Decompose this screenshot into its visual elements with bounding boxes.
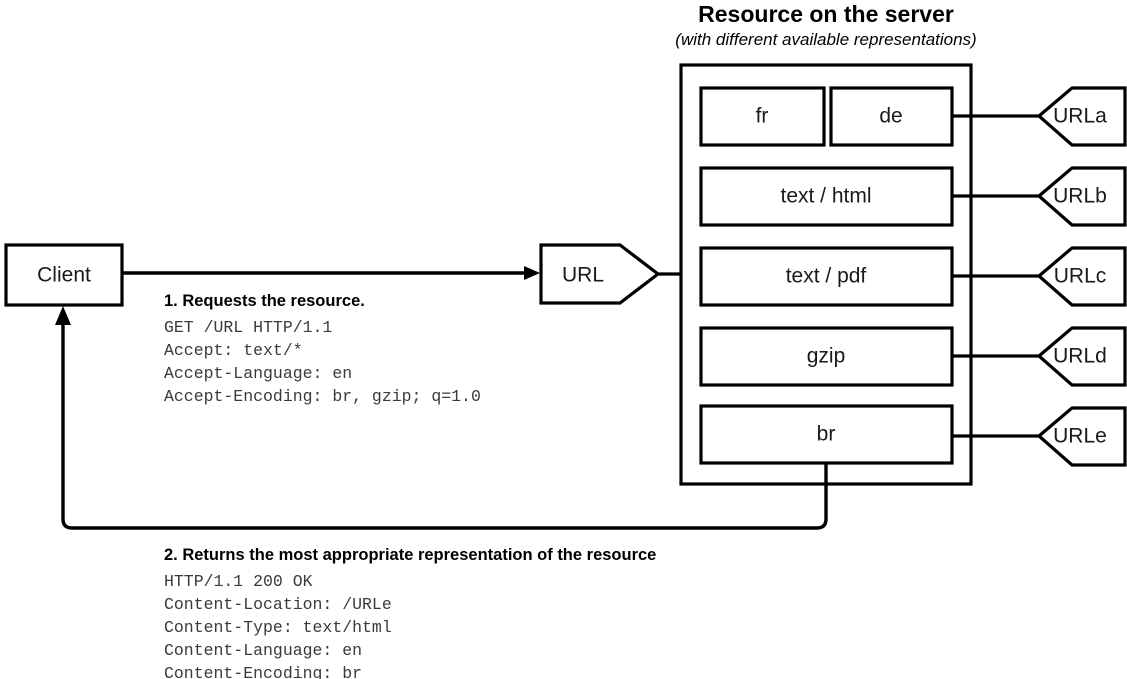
request-line-1: GET /URL HTTP/1.1 — [164, 318, 332, 337]
rep-label-text-html: text / html — [780, 185, 871, 208]
response-line-5: Content-Encoding: br — [164, 664, 362, 679]
rep-box-text-html[interactable] — [699, 166, 954, 227]
url-tag-b[interactable] — [1036, 166, 1127, 227]
url-tag-b-label: URLb — [1053, 185, 1107, 208]
rep-label-de: de — [879, 105, 902, 128]
url-node-shape[interactable] — [539, 243, 661, 305]
url-tag-a[interactable] — [1036, 86, 1127, 147]
server-heading: Resource on the server — [698, 1, 954, 27]
response-line-1: HTTP/1.1 200 OK — [164, 572, 313, 591]
client-box[interactable] — [4, 243, 124, 307]
response-title: 2. Returns the most appropriate represen… — [164, 546, 656, 564]
response-line-4: Content-Language: en — [164, 641, 362, 660]
url-tag-d-label: URLd — [1053, 345, 1107, 368]
url-tag-a-label: URLa — [1053, 105, 1107, 128]
url-tag-c[interactable] — [1036, 246, 1127, 307]
server-subheading: (with different available representation… — [675, 30, 976, 49]
client-label: Client — [37, 264, 91, 287]
response-line-2: Content-Location: /URLe — [164, 595, 392, 614]
rep-label-fr: fr — [756, 105, 769, 128]
url-tag-e-label: URLe — [1053, 425, 1107, 448]
request-line-2: Accept: text/* — [164, 341, 303, 360]
rep-box-fr[interactable] — [699, 86, 826, 147]
url-node-label: URL — [562, 264, 604, 287]
request-arrow-head — [524, 266, 540, 280]
rep-box-gzip[interactable] — [699, 326, 954, 387]
response-arrow-head — [55, 306, 71, 325]
rep-box-text-pdf[interactable] — [699, 246, 954, 307]
url-tag-d[interactable] — [1036, 326, 1127, 387]
rep-label-br: br — [817, 423, 836, 446]
request-title: 1. Requests the resource. — [164, 292, 365, 310]
request-line-3: Accept-Language: en — [164, 364, 352, 383]
url-tag-e[interactable] — [1036, 406, 1127, 467]
rep-label-text-pdf: text / pdf — [786, 265, 867, 288]
rep-box-br[interactable] — [699, 404, 954, 465]
url-tag-c-label: URLc — [1054, 265, 1107, 288]
rep-label-gzip: gzip — [807, 345, 846, 368]
request-line-4: Accept-Encoding: br, gzip; q=1.0 — [164, 387, 481, 406]
response-flow-line — [61, 318, 828, 530]
response-line-3: Content-Type: text/html — [164, 618, 392, 637]
